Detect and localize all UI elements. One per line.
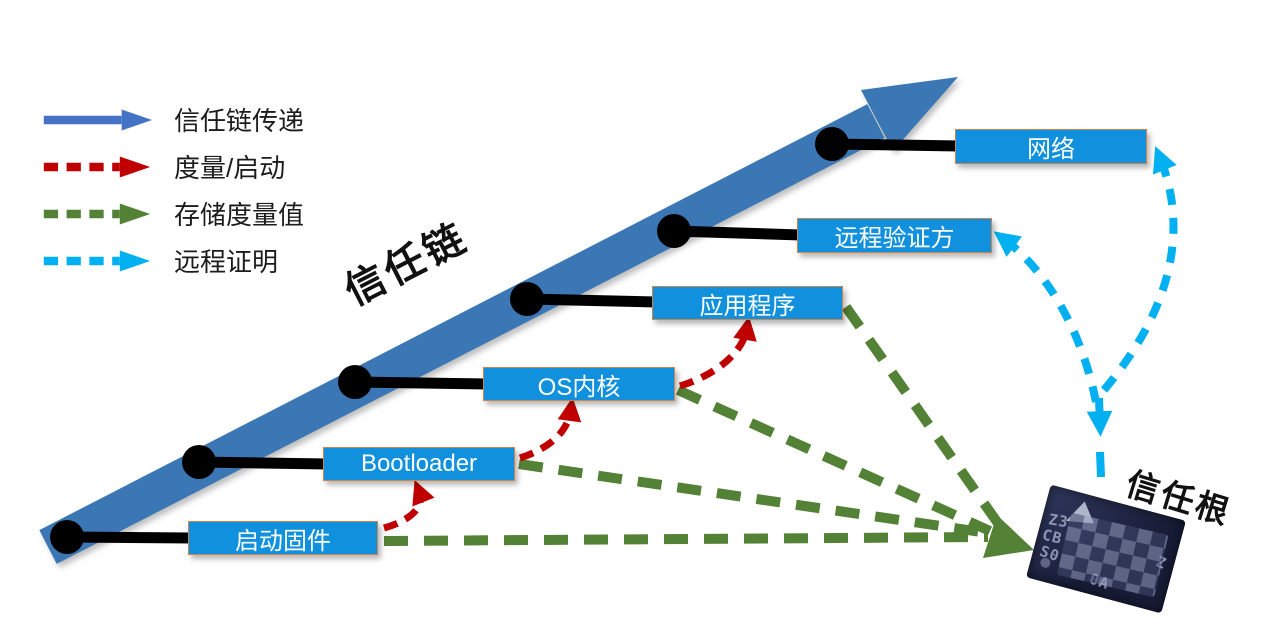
dashed-arrow-icon (43, 156, 151, 177)
node-os-kernel: OS内核 (483, 367, 675, 401)
trust-chain-arrow (39, 77, 958, 564)
legend-item-store-measurement: 存储度量值 (40, 190, 304, 237)
node-bootloader: Bootloader (323, 447, 515, 481)
node-application: 应用程序 (652, 286, 843, 320)
node-network: 网络 (955, 129, 1147, 164)
legend: 信任链传递 度量/启动 存储度量值 远程证明 (40, 96, 304, 284)
legend-label: 远程证明 (174, 247, 279, 277)
solid-arrow-icon (43, 109, 153, 130)
chip-blurred-area (1056, 512, 1169, 598)
dashed-arrow-icon (43, 203, 151, 224)
legend-item-trust-chain-transfer: 信任链传递 (40, 96, 304, 143)
measure-launch-arrows (382, 316, 757, 532)
legend-label: 信任链传递 (174, 106, 305, 136)
node-boot-firmware: 启动固件 (188, 521, 378, 555)
legend-label: 存储度量值 (174, 200, 305, 230)
remote-attestation-arrows (993, 146, 1178, 478)
legend-label: 度量/启动 (174, 153, 286, 183)
legend-item-measure-launch: 度量/启动 (40, 143, 304, 190)
legend-item-remote-attestation: 远程证明 (40, 237, 304, 284)
node-connectors (50, 127, 960, 554)
dashed-arrow-icon (43, 250, 151, 271)
node-remote-verifier: 远程验证方 (797, 218, 992, 253)
store-measurement-arrows (383, 304, 1034, 558)
